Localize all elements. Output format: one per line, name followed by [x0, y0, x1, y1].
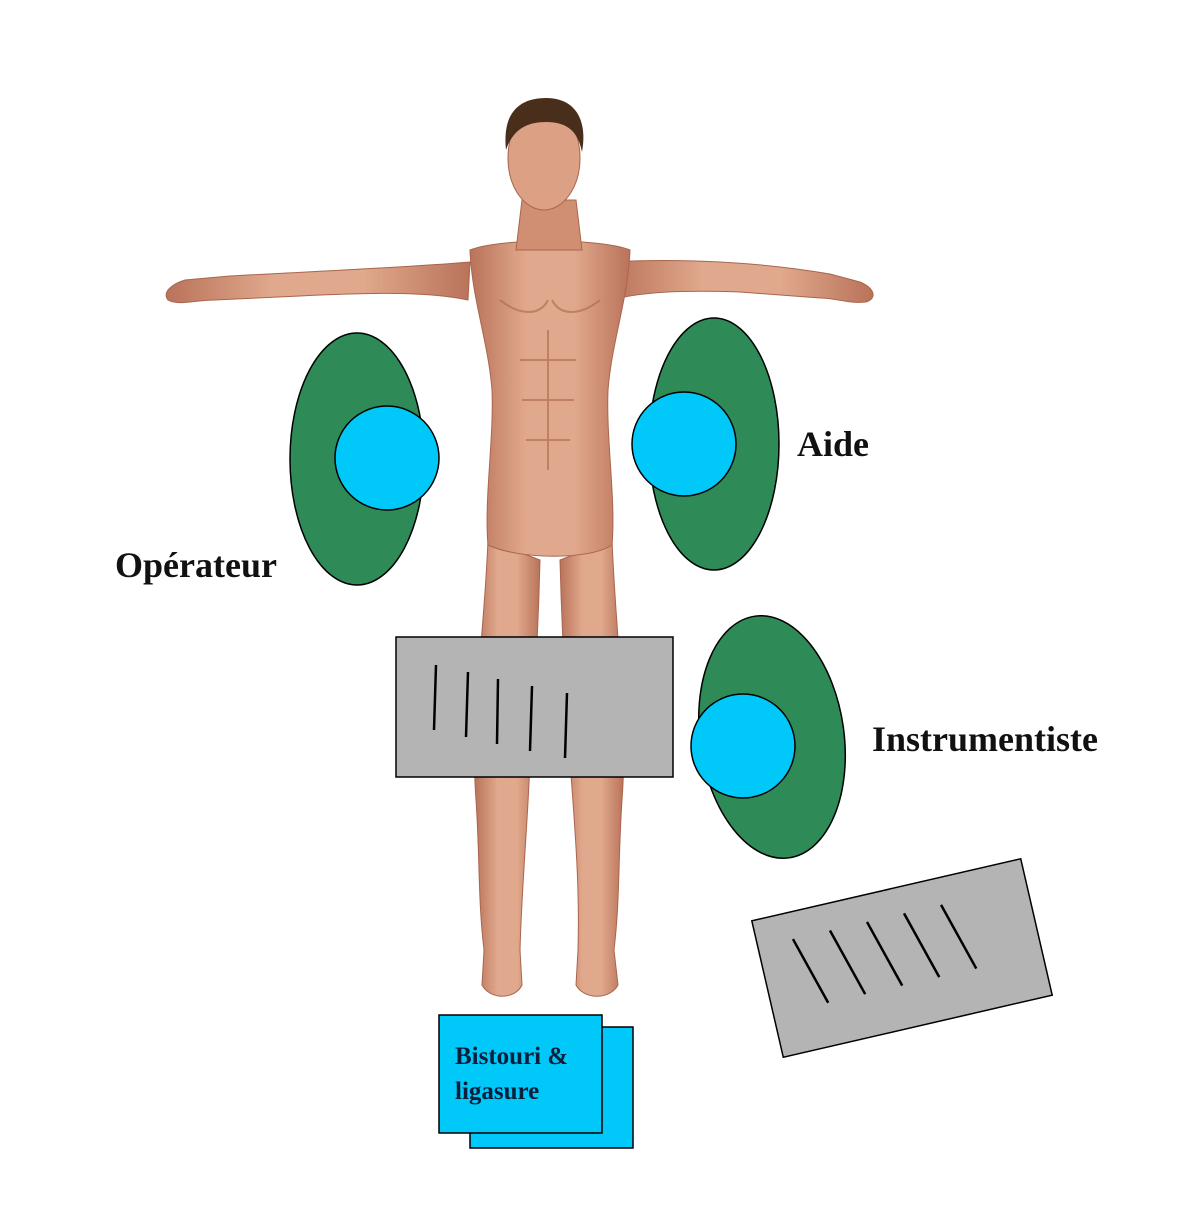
patient-hair	[505, 98, 584, 152]
instrument-table-side-instruments	[791, 904, 978, 1004]
bistouri-box-label-line2: ligasure	[455, 1078, 539, 1105]
patient-chest-shading	[499, 299, 601, 470]
instrument-table-center-surface	[395, 636, 674, 778]
patient-right-arm	[609, 260, 874, 303]
instrument-table-center	[395, 636, 674, 778]
instrument-table-side-surface	[750, 857, 1054, 1059]
label-aide: Aide	[797, 424, 869, 464]
instrumentiste-head	[690, 693, 796, 799]
instrument-table-side	[750, 857, 1054, 1059]
instrumentiste-marker	[690, 615, 847, 859]
aide-marker	[631, 317, 780, 571]
aide-head	[631, 391, 737, 497]
label-instrumentiste: Instrumentiste	[872, 719, 1098, 759]
instrument-table-center-instruments	[432, 664, 569, 759]
bistouri-ligasure-box: Bistouri & ligasure	[438, 1014, 634, 1149]
operateur-head	[334, 405, 440, 511]
patient-left-arm	[165, 261, 471, 304]
bistouri-box-label-line1: Bistouri &	[455, 1043, 568, 1070]
patient-torso	[469, 240, 631, 557]
label-operateur: Opérateur	[115, 545, 277, 585]
operateur-marker	[289, 332, 440, 586]
bistouri-box-front	[438, 1014, 603, 1134]
